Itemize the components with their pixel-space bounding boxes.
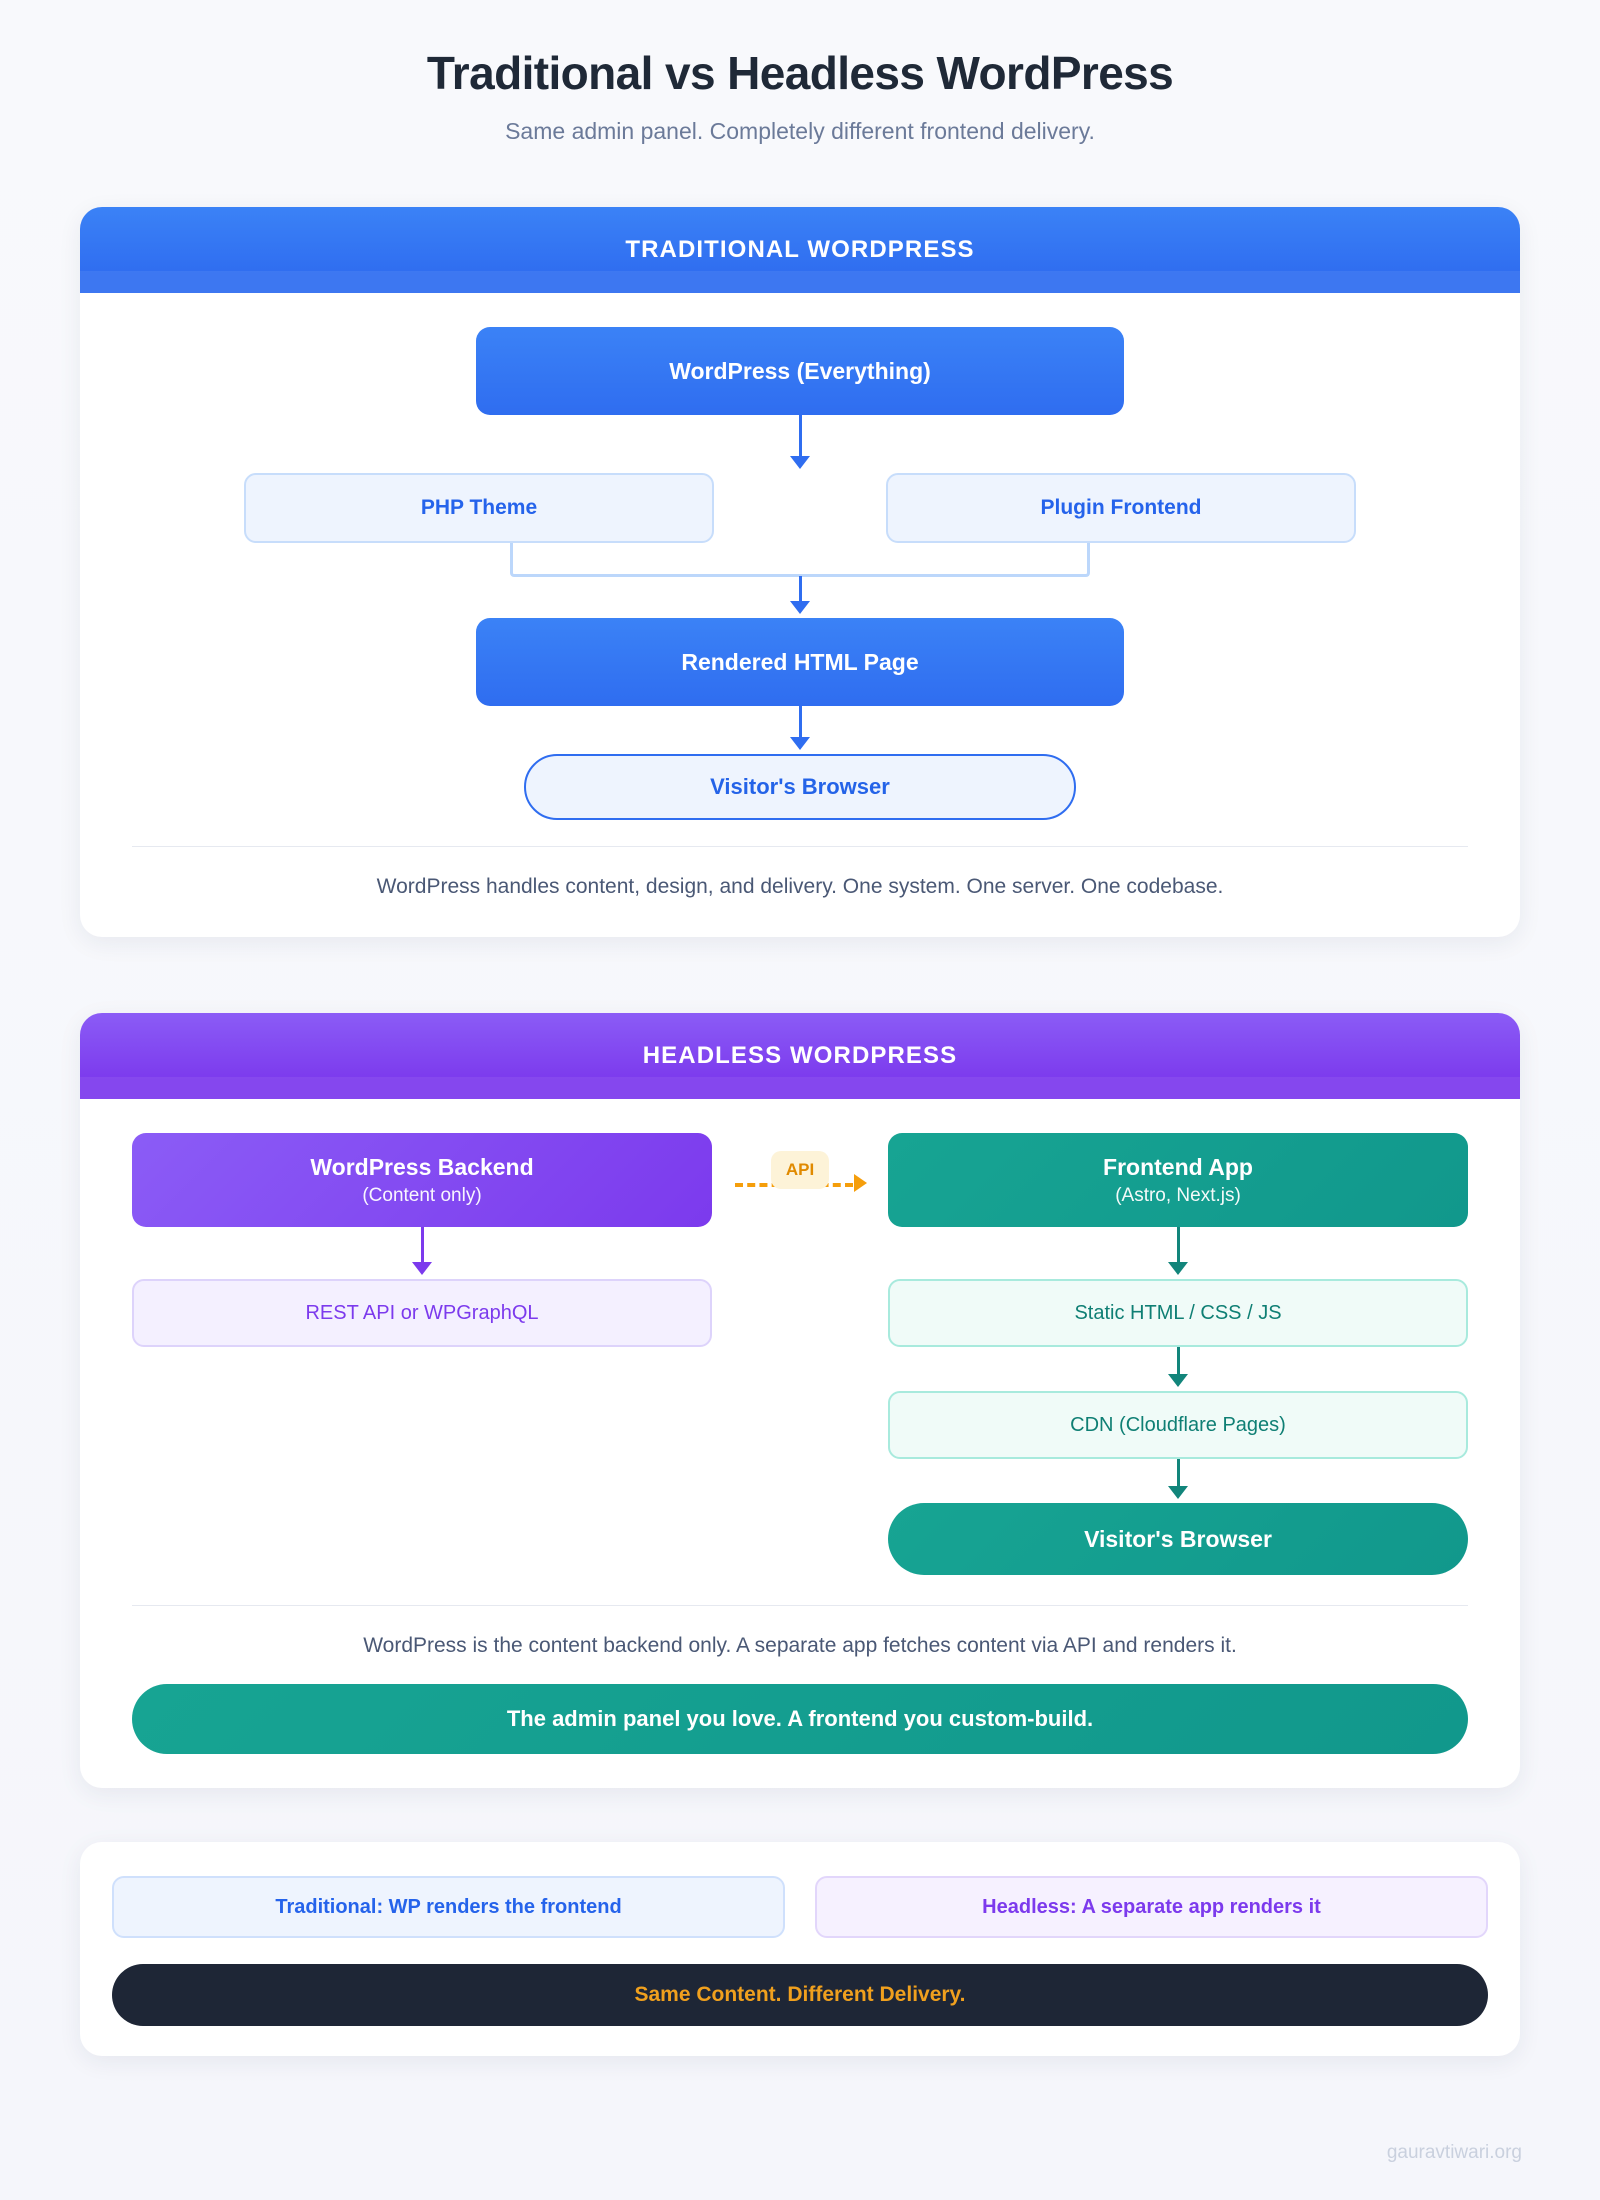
node-visitors-browser-traditional-label: Visitor's Browser	[710, 774, 890, 799]
node-cdn-label: CDN (Cloudflare Pages)	[1070, 1413, 1286, 1436]
summary-card: Traditional: WP renders the frontend Hea…	[80, 1842, 1520, 2056]
api-badge: API	[770, 1151, 830, 1189]
headless-flow-diagram: API WordPress Backend (Content only)	[132, 1133, 1468, 1575]
arrow-branches-to-rendered	[132, 576, 1468, 614]
api-arrow-head-icon	[854, 1174, 867, 1192]
traditional-card-body: WordPress (Everything) PHP Theme	[80, 293, 1520, 937]
node-rendered-html-page[interactable]: Rendered HTML Page	[476, 618, 1124, 706]
arrow-head-icon	[790, 737, 810, 750]
arrow-rendered-to-browser	[132, 706, 1468, 750]
arrow-stem	[798, 415, 802, 457]
node-static-assets[interactable]: Static HTML / CSS / JS	[888, 1279, 1468, 1347]
node-wordpress-everything[interactable]: WordPress (Everything)	[476, 327, 1124, 415]
node-wordpress-backend-subtitle: (Content only)	[362, 1184, 482, 1206]
arrow-static-to-cdn	[888, 1347, 1468, 1387]
arrow-head-icon	[790, 601, 810, 614]
arrow-head-icon	[1168, 1486, 1188, 1499]
node-plugin-frontend-label: Plugin Frontend	[1040, 496, 1202, 519]
arrow-backend-to-api-shape	[412, 1227, 432, 1275]
traditional-root-row: WordPress (Everything)	[132, 327, 1468, 415]
arrow-stem	[420, 1227, 424, 1263]
arrow-root-to-branches	[132, 415, 1468, 469]
node-rendered-html-page-label: Rendered HTML Page	[681, 648, 919, 675]
headless-frontend-column: Frontend App (Astro, Next.js) Static HTM…	[888, 1133, 1468, 1575]
arrow-stem	[1176, 1347, 1180, 1375]
arrow-frontend-to-static	[888, 1227, 1468, 1275]
headless-card-body: API WordPress Backend (Content only)	[80, 1099, 1520, 1788]
traditional-browser-row: Visitor's Browser	[132, 754, 1468, 820]
arrow-stem	[798, 706, 802, 738]
arrow-cdn-to-browser-shape	[1168, 1459, 1188, 1499]
traditional-wordpress-card: TRADITIONAL WORDPRESS WordPress (Everyth…	[80, 207, 1520, 937]
node-wordpress-backend-title: WordPress Backend	[310, 1154, 534, 1181]
node-visitors-browser-traditional[interactable]: Visitor's Browser	[524, 754, 1076, 820]
arrow-head-icon	[1168, 1374, 1188, 1387]
headless-wordpress-card: HEADLESS WORDPRESS API WordPress Backend…	[80, 1013, 1520, 1788]
node-frontend-app[interactable]: Frontend App (Astro, Next.js)	[888, 1133, 1468, 1227]
arrow-static-to-cdn-shape	[1168, 1347, 1188, 1387]
traditional-note-divider	[132, 846, 1468, 847]
arrow-stem	[1176, 1227, 1180, 1263]
headless-card-header-label: HEADLESS WORDPRESS	[642, 1042, 958, 1069]
arrow-head-icon	[412, 1262, 432, 1275]
traditional-note: WordPress handles content, design, and d…	[376, 875, 1224, 898]
summary-banner-label: Same Content. Different Delivery.	[634, 1983, 966, 2006]
node-plugin-frontend[interactable]: Plugin Frontend	[886, 473, 1356, 543]
page-title: Traditional vs Headless WordPress	[426, 47, 1174, 99]
traditional-card-header: TRADITIONAL WORDPRESS	[80, 207, 1520, 293]
headless-banner: The admin panel you love. A frontend you…	[132, 1684, 1468, 1754]
headless-note: WordPress is the content backend only. A…	[363, 1634, 1237, 1657]
page-header: Traditional vs Headless WordPress Same a…	[0, 0, 1600, 145]
traditional-branch-row: PHP Theme Plugin Frontend	[244, 473, 1356, 543]
legend-traditional-label: Traditional: WP renders the frontend	[275, 1895, 622, 1918]
branch-merge-bracket	[510, 543, 1090, 577]
node-static-assets-label: Static HTML / CSS / JS	[1074, 1301, 1282, 1324]
arrow-frontend-to-static-shape	[1168, 1227, 1188, 1275]
arrow-rendered-to-browser-shape	[790, 706, 810, 750]
arrow-branches-to-rendered-shape	[790, 576, 810, 614]
node-rest-api-wpgraphql[interactable]: REST API or WPGraphQL	[132, 1279, 712, 1347]
node-frontend-app-subtitle: (Astro, Next.js)	[1115, 1184, 1241, 1206]
legend-headless-label: Headless: A separate app renders it	[982, 1895, 1321, 1918]
node-wordpress-everything-label: WordPress (Everything)	[669, 357, 931, 384]
arrow-root-to-branches-shape	[790, 415, 810, 469]
legend-row: Traditional: WP renders the frontend Hea…	[112, 1876, 1488, 1938]
arrow-stem	[798, 576, 802, 602]
api-connector: API	[735, 1143, 867, 1223]
traditional-flow-diagram: WordPress (Everything) PHP Theme	[132, 327, 1468, 820]
node-visitors-browser-headless-label: Visitor's Browser	[1084, 1525, 1272, 1552]
page-subtitle: Same admin panel. Completely different f…	[505, 118, 1095, 144]
node-php-theme[interactable]: PHP Theme	[244, 473, 714, 543]
node-frontend-app-title: Frontend App	[1103, 1154, 1253, 1181]
node-wordpress-backend[interactable]: WordPress Backend (Content only)	[132, 1133, 712, 1227]
legend-headless[interactable]: Headless: A separate app renders it	[815, 1876, 1488, 1938]
arrow-head-icon	[790, 456, 810, 469]
summary-banner: Same Content. Different Delivery.	[112, 1964, 1488, 2026]
headless-backend-column: WordPress Backend (Content only) REST AP…	[132, 1133, 712, 1575]
arrow-stem	[1176, 1459, 1180, 1487]
arrow-head-icon	[1168, 1262, 1188, 1275]
arrow-backend-to-api	[132, 1227, 712, 1275]
node-php-theme-label: PHP Theme	[420, 496, 538, 519]
traditional-rendered-row: Rendered HTML Page	[132, 618, 1468, 706]
headless-note-divider	[132, 1605, 1468, 1606]
legend-traditional[interactable]: Traditional: WP renders the frontend	[112, 1876, 785, 1938]
node-visitors-browser-headless[interactable]: Visitor's Browser	[888, 1503, 1468, 1575]
headless-card-header: HEADLESS WORDPRESS	[80, 1013, 1520, 1099]
headless-banner-label: The admin panel you love. A frontend you…	[506, 1706, 1094, 1731]
watermark: gauravtiwari.org	[1386, 2142, 1522, 2163]
traditional-card-header-label: TRADITIONAL WORDPRESS	[625, 236, 975, 263]
node-rest-api-wpgraphql-label: REST API or WPGraphQL	[305, 1301, 539, 1324]
node-cdn[interactable]: CDN (Cloudflare Pages)	[888, 1391, 1468, 1459]
arrow-cdn-to-browser	[888, 1459, 1468, 1499]
